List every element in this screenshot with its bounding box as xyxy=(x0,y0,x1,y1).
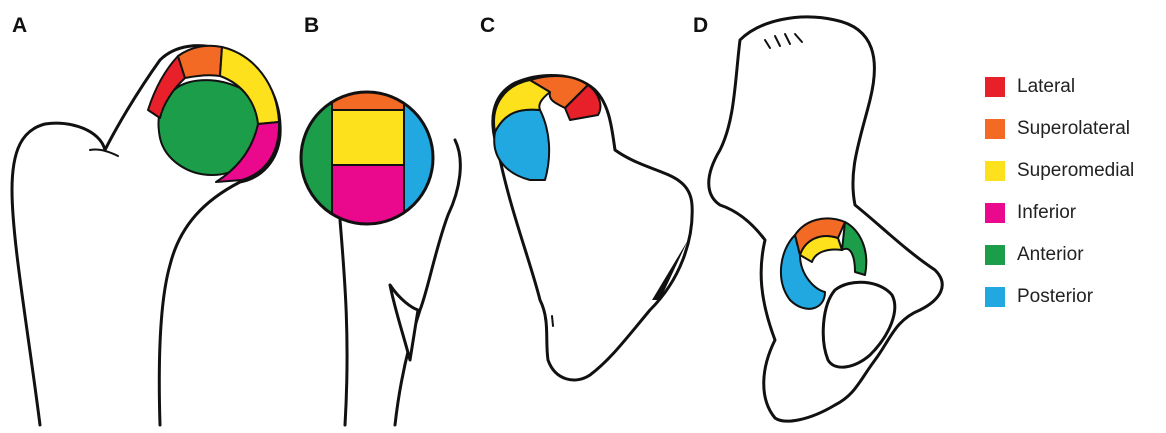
legend-item-posterior: Posterior xyxy=(985,286,1134,308)
panel-b-shaft-detail xyxy=(390,285,418,360)
legend-item-inferior: Inferior xyxy=(985,202,1134,224)
panel-d-obturator-foramen xyxy=(823,282,894,367)
legend-swatch-posterior xyxy=(985,287,1005,307)
legend-label-superolateral: Superolateral xyxy=(1017,118,1130,140)
legend-swatch-superomedial xyxy=(985,161,1005,181)
panel-letter-a: A xyxy=(12,14,27,38)
legend-label-posterior: Posterior xyxy=(1017,286,1093,308)
legend-swatch-lateral xyxy=(985,77,1005,97)
legend-label-anterior: Anterior xyxy=(1017,244,1084,266)
legend-swatch-anterior xyxy=(985,245,1005,265)
panel-letter-d: D xyxy=(693,14,708,38)
panel-letter-c: C xyxy=(480,14,495,38)
legend-item-superomedial: Superomedial xyxy=(985,160,1134,182)
panel-d-drawing xyxy=(709,17,942,421)
legend-swatch-inferior xyxy=(985,203,1005,223)
legend-item-anterior: Anterior xyxy=(985,244,1134,266)
legend-label-inferior: Inferior xyxy=(1017,202,1076,224)
panel-a-drawing xyxy=(12,46,280,425)
panel-b-superomedial-region xyxy=(332,110,404,165)
legend-item-lateral: Lateral xyxy=(985,76,1134,98)
legend-item-superolateral: Superolateral xyxy=(985,118,1134,140)
panel-b-drawing xyxy=(300,90,460,425)
legend-label-superomedial: Superomedial xyxy=(1017,160,1134,182)
legend-swatch-superolateral xyxy=(985,119,1005,139)
legend-label-lateral: Lateral xyxy=(1017,76,1075,98)
panel-c-drawing xyxy=(493,75,692,380)
panel-letter-b: B xyxy=(304,14,319,38)
legend: Lateral Superolateral Superomedial Infer… xyxy=(985,76,1134,328)
